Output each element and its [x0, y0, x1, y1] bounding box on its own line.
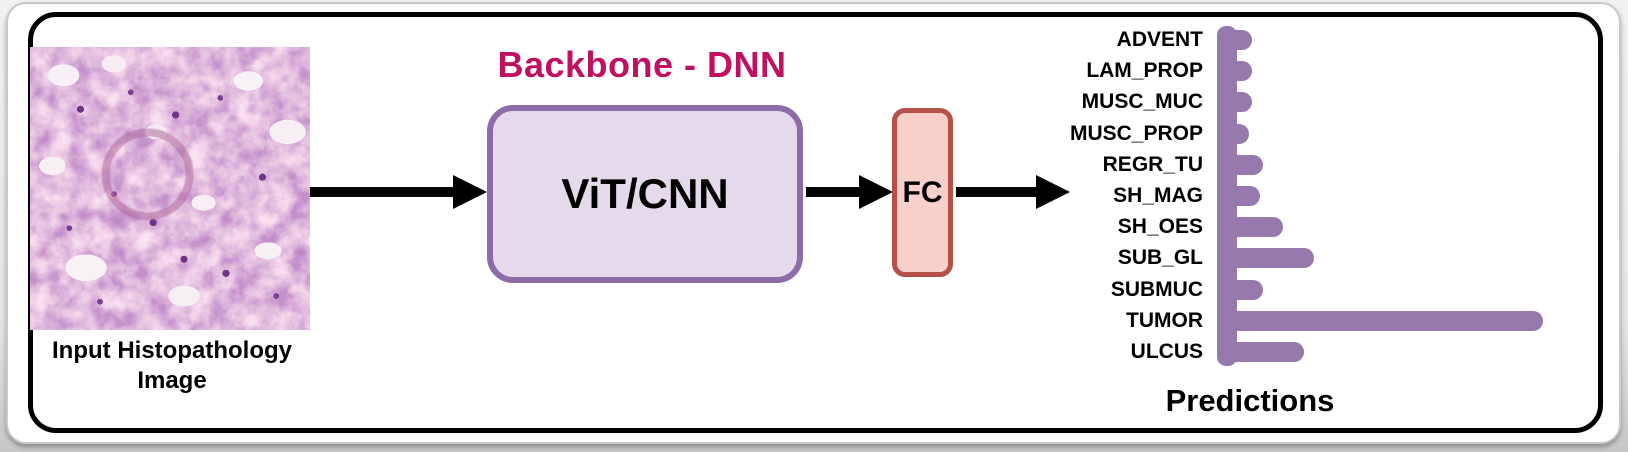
prediction-bar-sub_gl	[1217, 248, 1314, 269]
class-label-sub_gl: SUB_GL	[1117, 246, 1203, 270]
arrow-fc-to-predictions	[956, 175, 1070, 209]
arrow-shaft	[310, 187, 456, 197]
arrow-head-icon	[453, 175, 487, 209]
class-label-regr_tu: REGR_TU	[1102, 152, 1203, 176]
backbone-title: Backbone - DNN	[497, 44, 787, 85]
class-label-tumor: TUMOR	[1126, 308, 1203, 332]
class-label-ulcus: ULCUS	[1130, 340, 1203, 363]
prediction-bar-ulcus	[1217, 342, 1304, 362]
backbone-box-label: ViT/CNN	[561, 170, 729, 217]
backbone-box: ViT/CNN	[487, 105, 803, 283]
arrow-shaft	[806, 187, 862, 197]
class-label-musc_muc: MUSC_MUC	[1081, 90, 1203, 114]
class-label-submuc: SUBMUC	[1110, 277, 1203, 301]
class-label-advent: ADVENT	[1116, 28, 1203, 51]
histopathology-image	[30, 47, 310, 330]
prediction-bar-sh_oes	[1217, 217, 1283, 238]
fc-box: FC	[892, 108, 953, 277]
prediction-bar-submuc	[1217, 279, 1263, 300]
arrow-input-to-backbone	[310, 175, 487, 209]
arrow-head-icon	[859, 175, 893, 209]
prediction-bar-musc_prop	[1217, 123, 1249, 144]
prediction-bar-musc_muc	[1217, 92, 1252, 113]
input-image-caption: Input Histopathology Image	[2, 336, 342, 396]
predictions-title: Predictions	[1165, 383, 1335, 418]
prediction-bar-advent	[1217, 30, 1252, 50]
tissue-texture-overlay	[30, 47, 310, 330]
arrow-shaft	[956, 187, 1039, 197]
fc-box-label: FC	[902, 175, 943, 209]
prediction-bar-tumor	[1217, 310, 1543, 331]
class-label-sh_oes: SH_OES	[1117, 215, 1203, 239]
input-image-caption-line1: Input Histopathology	[52, 337, 292, 364]
class-label-sh_mag: SH_MAG	[1113, 184, 1203, 207]
prediction-bar-sh_mag	[1217, 186, 1260, 206]
prediction-bar-lam_prop	[1217, 61, 1252, 82]
input-image-caption-line2: Image	[137, 367, 207, 394]
class-label-lam_prop: LAM_PROP	[1086, 59, 1203, 83]
class-label-musc_prop: MUSC_PROP	[1069, 121, 1203, 145]
prediction-bar-regr_tu	[1217, 154, 1263, 175]
arrow-head-icon	[1036, 175, 1070, 209]
arrow-backbone-to-fc	[806, 175, 893, 209]
